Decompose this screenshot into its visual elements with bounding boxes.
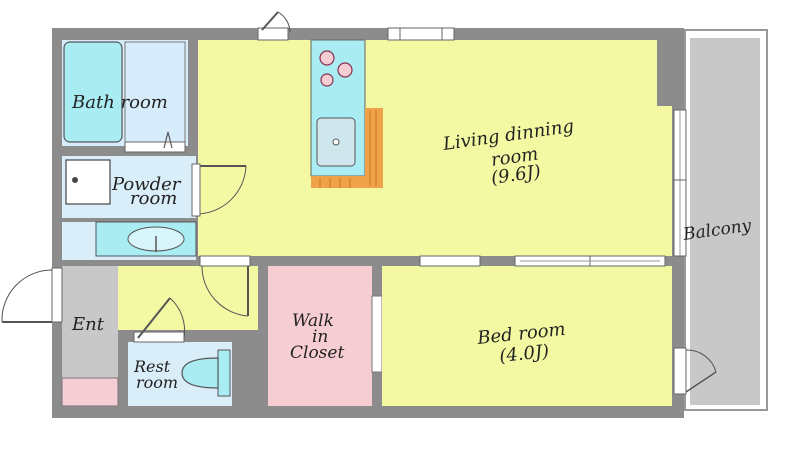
closet-door xyxy=(371,295,383,373)
bath-floor xyxy=(124,41,186,143)
window xyxy=(387,27,455,41)
front-door-frame xyxy=(51,267,63,323)
toilet-tank xyxy=(217,349,231,397)
rest-room-label: Rest xyxy=(133,357,171,376)
window xyxy=(257,27,289,41)
bed-room xyxy=(382,266,672,406)
entrance-label: Ent xyxy=(71,314,105,335)
top-door-arc xyxy=(277,11,291,33)
bedroom-balcony-door xyxy=(673,347,687,395)
washing-machine xyxy=(65,159,111,205)
stove-burner xyxy=(337,62,353,78)
bath-door xyxy=(124,141,186,153)
bed-room-size: (4.0J) xyxy=(498,341,550,367)
top-door-leaf xyxy=(261,11,279,31)
powder-room-label: Powder xyxy=(111,174,182,195)
kitchen-floor xyxy=(311,108,383,188)
sliding-door xyxy=(419,255,481,267)
stove-burner xyxy=(319,50,335,66)
stove-burner xyxy=(320,73,334,87)
hall-door-frame xyxy=(199,255,251,267)
toilet-bowl xyxy=(181,357,219,389)
balcony-floor xyxy=(690,38,760,405)
powder-door-arc xyxy=(195,165,247,215)
sink-drain xyxy=(332,138,340,146)
hallway xyxy=(118,266,258,330)
walk-in-closet xyxy=(268,266,372,406)
powder-wall xyxy=(62,218,196,222)
rest-room-label: room xyxy=(136,373,178,392)
bath-room-label: Bath room xyxy=(71,92,168,113)
washer-drain xyxy=(72,177,78,183)
bath-door-swing xyxy=(163,131,173,149)
walk-in-closet-label: in xyxy=(312,327,328,347)
entrance-mat xyxy=(61,377,119,407)
walk-in-closet-label: Closet xyxy=(290,343,344,363)
hall-door-arc xyxy=(201,265,249,317)
rest-door-arc xyxy=(169,297,186,339)
living-dining-room xyxy=(198,40,672,256)
powder-room-label: room xyxy=(130,188,177,209)
bathtub xyxy=(63,41,123,143)
rest-door-leaf xyxy=(137,297,171,339)
walk-in-closet-label: Walk xyxy=(292,311,334,331)
front-door-arc xyxy=(1,269,53,323)
